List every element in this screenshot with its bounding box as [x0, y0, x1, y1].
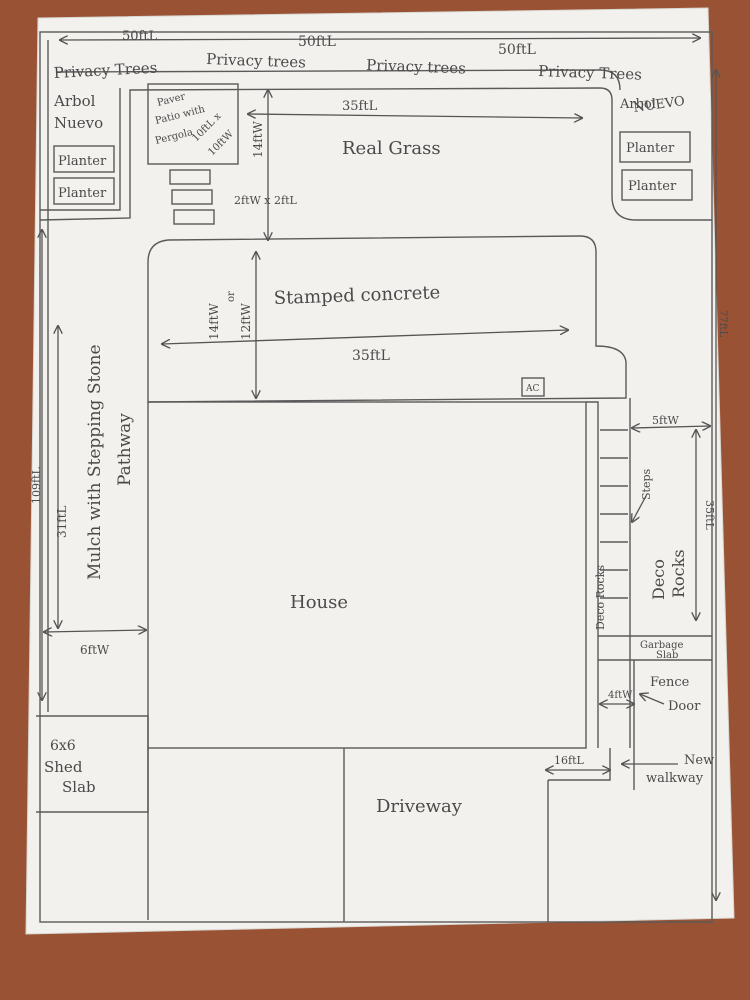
concrete-width-b: 12ftW — [239, 302, 253, 340]
planter-label-2: Planter — [58, 186, 107, 201]
top-left-length: 50ftL — [122, 29, 158, 44]
planter-label-4: Planter — [628, 179, 677, 194]
planter-label-1: Planter — [58, 154, 107, 169]
door-width: 4ftW — [608, 690, 633, 701]
new-walkway-1: New — [684, 753, 714, 768]
deco-rocks-left: Deco Rocks — [594, 565, 607, 630]
concrete-width-a: 14ftW — [207, 302, 221, 340]
new-walkway-2: walkway — [646, 771, 704, 786]
fence-label: Fence — [650, 675, 690, 690]
shed-outline — [36, 715, 149, 813]
grass-length: 35ftL — [342, 99, 378, 114]
right-boundary-length: 77ftL — [717, 310, 728, 337]
mulch-line-2: Pathway — [115, 413, 135, 486]
side-width: 5ftW — [652, 414, 679, 427]
deco-rocks-right-1: Deco — [649, 559, 668, 600]
planter-label-3: Planter — [626, 141, 675, 156]
dimension-arrows — [42, 38, 716, 900]
left-boundary-length: 109ftL — [30, 467, 43, 504]
deco-rocks-right-2: Rocks — [669, 549, 688, 598]
side-length: 35ftL — [703, 500, 716, 530]
privacy-trees-3: Privacy trees — [366, 56, 466, 77]
labels: 50ftL 50ftL 50ftL Privacy Trees Privacy … — [30, 29, 728, 817]
grass-label: Real Grass — [342, 138, 441, 159]
arbol-right-1: Arbol — [619, 97, 656, 112]
top-dim-arrow — [60, 38, 700, 40]
planter-box-2 — [53, 177, 115, 205]
patio-box — [147, 83, 239, 165]
privacy-trees-4: Privacy Trees — [538, 62, 642, 84]
top-mid-length: 50ftL — [298, 34, 336, 50]
pencil-lines — [36, 31, 713, 923]
mulch-line-1: Mulch with Stepping Stone — [85, 344, 105, 580]
grass-width: 14ftW — [251, 120, 265, 158]
left-yard-boundary — [39, 87, 712, 221]
paver-2 — [171, 189, 213, 205]
concrete-width-or: or — [226, 291, 237, 302]
garbage-label-1: Garbage — [640, 640, 683, 651]
steps-label: Steps — [640, 468, 653, 500]
walk-length: 16ftL — [554, 754, 584, 767]
mulch-width: 6ftW — [80, 643, 110, 657]
door-pointer — [640, 694, 665, 705]
privacy-trees-1: Privacy Trees — [53, 59, 158, 82]
ac-box — [521, 377, 545, 397]
mulch-width-arrow — [44, 630, 146, 632]
concrete-outline — [147, 235, 627, 403]
planter-box-1 — [53, 145, 115, 173]
arbol-left-2: Nuevo — [54, 114, 103, 132]
shed-line-1: 6x6 — [50, 738, 76, 754]
grass-length-arrow — [248, 114, 582, 118]
shed-line-2: Shed — [44, 758, 83, 776]
paver-1 — [169, 169, 211, 185]
top-right-length: 50ftL — [498, 42, 536, 58]
planter-box-4 — [621, 169, 693, 201]
arbol-left-1: Arbol — [53, 92, 96, 110]
house-footprint — [147, 401, 587, 749]
privacy-trees-2: Privacy trees — [206, 50, 306, 71]
side-width-arrow — [632, 426, 710, 428]
planter-box-3 — [619, 131, 691, 163]
house-label: House — [290, 592, 348, 613]
paver-size: 2ftW x 2ftL — [234, 194, 297, 207]
concrete-length: 35ftL — [352, 348, 390, 364]
arbol-right-2: NUEVO — [632, 94, 685, 116]
garbage-label-2: Slab — [656, 650, 678, 661]
shed-line-3: Slab — [62, 778, 96, 796]
paver-3 — [173, 209, 215, 225]
driveway-label: Driveway — [376, 796, 463, 817]
steps-pointer — [632, 495, 647, 522]
ac-label: AC — [525, 384, 539, 394]
mulch-length: 31ftL — [55, 505, 69, 538]
concrete-length-arrow — [162, 330, 568, 344]
door-label: Door — [668, 699, 701, 714]
